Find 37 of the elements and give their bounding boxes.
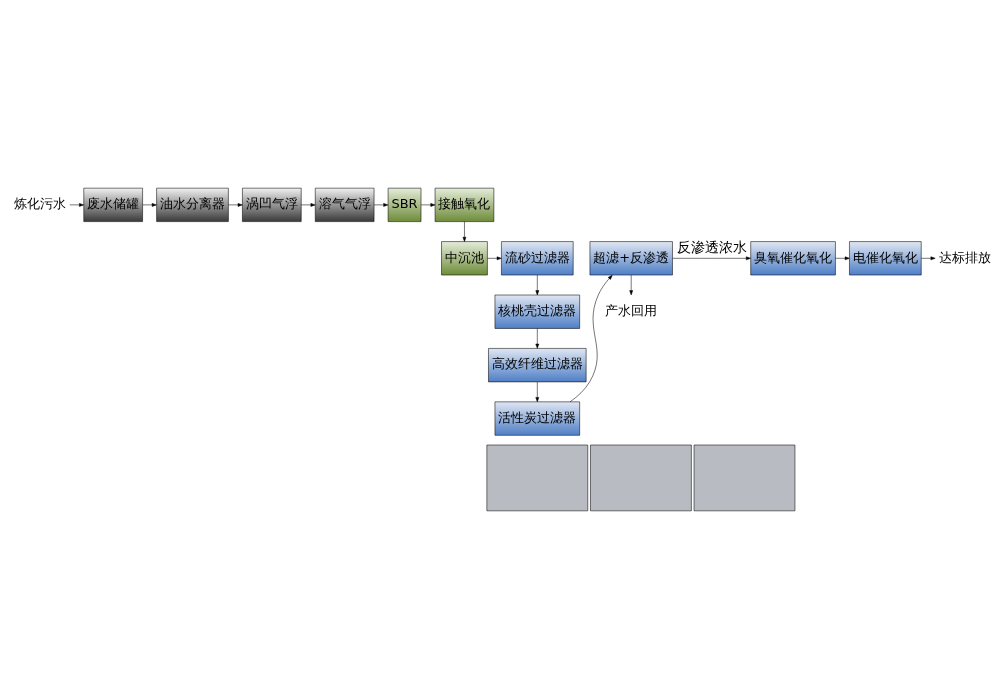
node-box: 中沉池 bbox=[441, 241, 488, 276]
node-box bbox=[486, 444, 589, 512]
arrow bbox=[835, 256, 850, 261]
node-box: SBR bbox=[387, 187, 422, 222]
node-box: 油水分离器 bbox=[156, 187, 229, 222]
node-box: 核桃壳过滤器 bbox=[494, 294, 580, 329]
node-box: 接触氧化 bbox=[434, 187, 495, 222]
arrow bbox=[301, 203, 316, 207]
node-box: 涡凹气浮 bbox=[242, 187, 302, 222]
node-box: 电催化氧化 bbox=[849, 241, 922, 276]
arrow bbox=[535, 274, 540, 296]
arrow bbox=[420, 203, 436, 207]
node-box bbox=[590, 444, 692, 512]
arrow bbox=[535, 328, 540, 349]
arrow bbox=[672, 256, 751, 261]
arrow bbox=[142, 203, 157, 207]
arrow bbox=[569, 274, 613, 403]
node-box: 流砂过滤器 bbox=[501, 241, 574, 276]
node-text: 产水回用 bbox=[605, 303, 658, 319]
arrow bbox=[487, 256, 502, 261]
arrow bbox=[535, 381, 540, 403]
node-box: 超滤+反渗透 bbox=[589, 241, 673, 276]
arrow bbox=[373, 203, 389, 207]
arrow bbox=[462, 221, 467, 242]
node-text: 炼化污水 bbox=[14, 196, 67, 212]
arrow bbox=[921, 256, 936, 261]
edge-label: 反渗透浓水 bbox=[676, 239, 747, 256]
arrow bbox=[69, 203, 84, 207]
node-box bbox=[693, 444, 796, 512]
node-box: 高效纤维过滤器 bbox=[488, 348, 587, 383]
node-box: 废水储罐 bbox=[83, 187, 143, 222]
node-box: 溶气气浮 bbox=[315, 187, 375, 222]
node-box: 臭氧催化氧化 bbox=[750, 241, 836, 276]
arrow bbox=[228, 203, 243, 207]
node-box: 活性炭过滤器 bbox=[494, 401, 580, 436]
arrow bbox=[629, 274, 633, 296]
node-text: 达标排放 bbox=[938, 249, 991, 265]
